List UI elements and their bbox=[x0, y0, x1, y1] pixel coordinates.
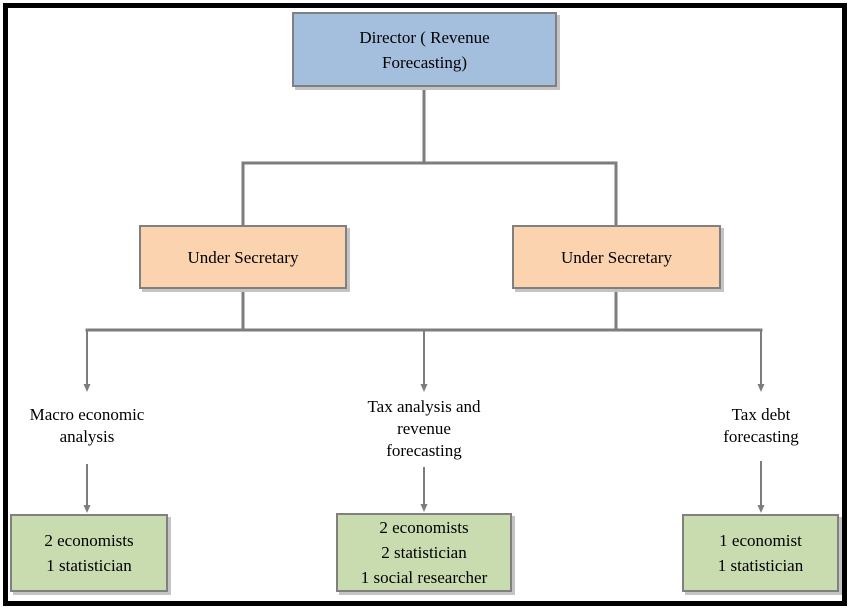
label-tax-analysis-revenue-forecasting: Tax analysis and revenue forecasting bbox=[334, 396, 514, 462]
label-tax-debt-forecasting: Tax debt forecasting bbox=[681, 404, 841, 448]
label-tax-analysis-line1: Tax analysis and bbox=[367, 397, 481, 416]
arrowhead-staff-tax-debt bbox=[757, 505, 765, 513]
node-under-secretary-right: Under Secretary bbox=[512, 225, 721, 289]
label-macro-line1: Macro economic bbox=[29, 405, 145, 424]
arrowhead-staff-macro bbox=[83, 505, 91, 513]
node-staff-macro-line2: 1 statistician bbox=[46, 556, 132, 575]
node-staff-tax-analysis-line1: 2 economists bbox=[379, 518, 469, 537]
arrowhead-tax-analysis bbox=[420, 384, 428, 392]
label-macro-line2: analysis bbox=[59, 427, 115, 446]
arrowhead-macro bbox=[83, 384, 91, 392]
node-under-secretary-left-label: Under Secretary bbox=[187, 247, 299, 267]
node-director-line1: Director ( Revenue bbox=[359, 27, 490, 47]
node-staff-tax-debt: 1 economist 1 statistician bbox=[682, 514, 839, 592]
node-under-secretary-right-label: Under Secretary bbox=[561, 247, 672, 267]
arrowhead-tax-debt bbox=[757, 384, 765, 392]
label-tax-analysis-line3: forecasting bbox=[386, 441, 462, 460]
arrowhead-staff-tax-analysis bbox=[420, 504, 428, 512]
node-staff-tax-debt-line2: 1 statistician bbox=[717, 556, 804, 575]
node-staff-macro-line1: 2 economists bbox=[44, 531, 134, 550]
label-tax-debt-line1: Tax debt bbox=[731, 405, 791, 424]
connector-staff-drops bbox=[86, 461, 762, 506]
node-staff-tax-analysis: 2 economists 2 statistician 1 social res… bbox=[336, 513, 512, 592]
connector-tier2-feeders bbox=[241, 289, 618, 330]
connector-branch-drops bbox=[86, 329, 762, 384]
node-staff-tax-analysis-line2: 2 statistician bbox=[381, 543, 467, 562]
node-staff-tax-debt-line1: 1 economist bbox=[719, 531, 802, 550]
connector-tier1-feeders bbox=[241, 161, 618, 225]
node-director: Director ( Revenue Forecasting) bbox=[292, 12, 557, 87]
label-macro-economic-analysis: Macro economic analysis bbox=[7, 404, 167, 448]
node-director-line2: Forecasting) bbox=[382, 52, 467, 72]
node-under-secretary-left: Under Secretary bbox=[139, 225, 347, 289]
node-staff-macro: 2 economists 1 statistician bbox=[10, 514, 168, 592]
label-tax-analysis-line2: revenue bbox=[397, 419, 451, 438]
label-tax-debt-line2: forecasting bbox=[723, 427, 799, 446]
node-staff-tax-analysis-line3: 1 social researcher bbox=[360, 568, 488, 587]
